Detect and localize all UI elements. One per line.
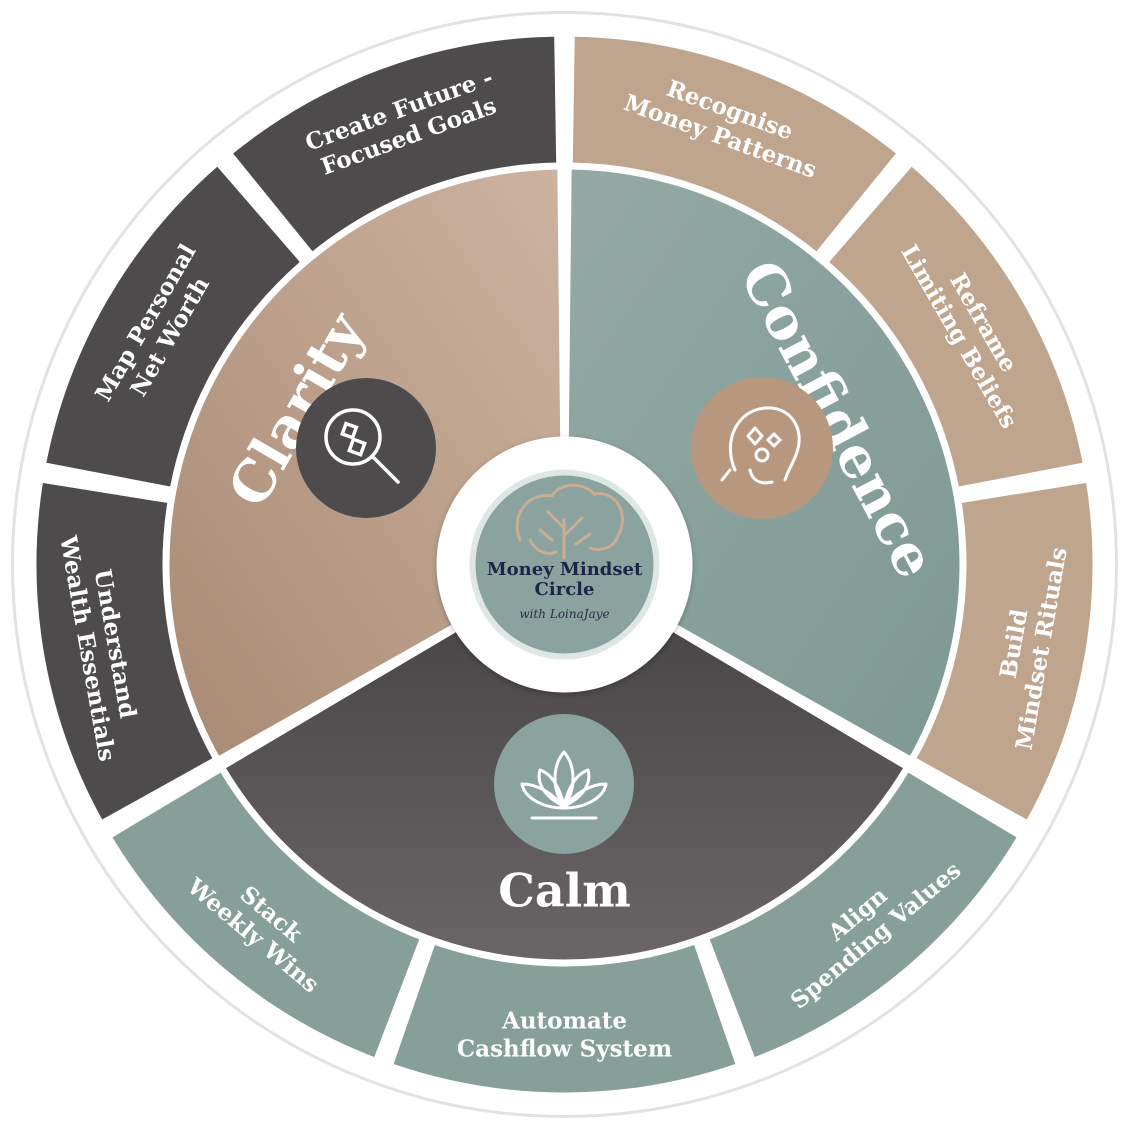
clarity-icon-badge [296, 378, 436, 518]
outer-label-line1: Automate [501, 1008, 627, 1035]
logo-title-line2: Circle [535, 579, 595, 600]
logo-title-line1: Money Mindset [487, 559, 643, 580]
outer-label-line2: Cashflow System [457, 1036, 672, 1063]
calm-icon-badge [494, 714, 634, 854]
magnifier-icon [324, 408, 400, 484]
lotus-icon [520, 750, 608, 820]
tree-brain-icon [515, 483, 624, 560]
logo-subtitle: with LoinaJaye [519, 607, 609, 621]
pillar-label-calm: Calm [498, 864, 631, 918]
confidence-icon-badge [691, 377, 833, 519]
center-logo: Money Mindset Circle with LoinaJaye [436, 436, 693, 693]
head-thinking-icon [720, 406, 801, 485]
